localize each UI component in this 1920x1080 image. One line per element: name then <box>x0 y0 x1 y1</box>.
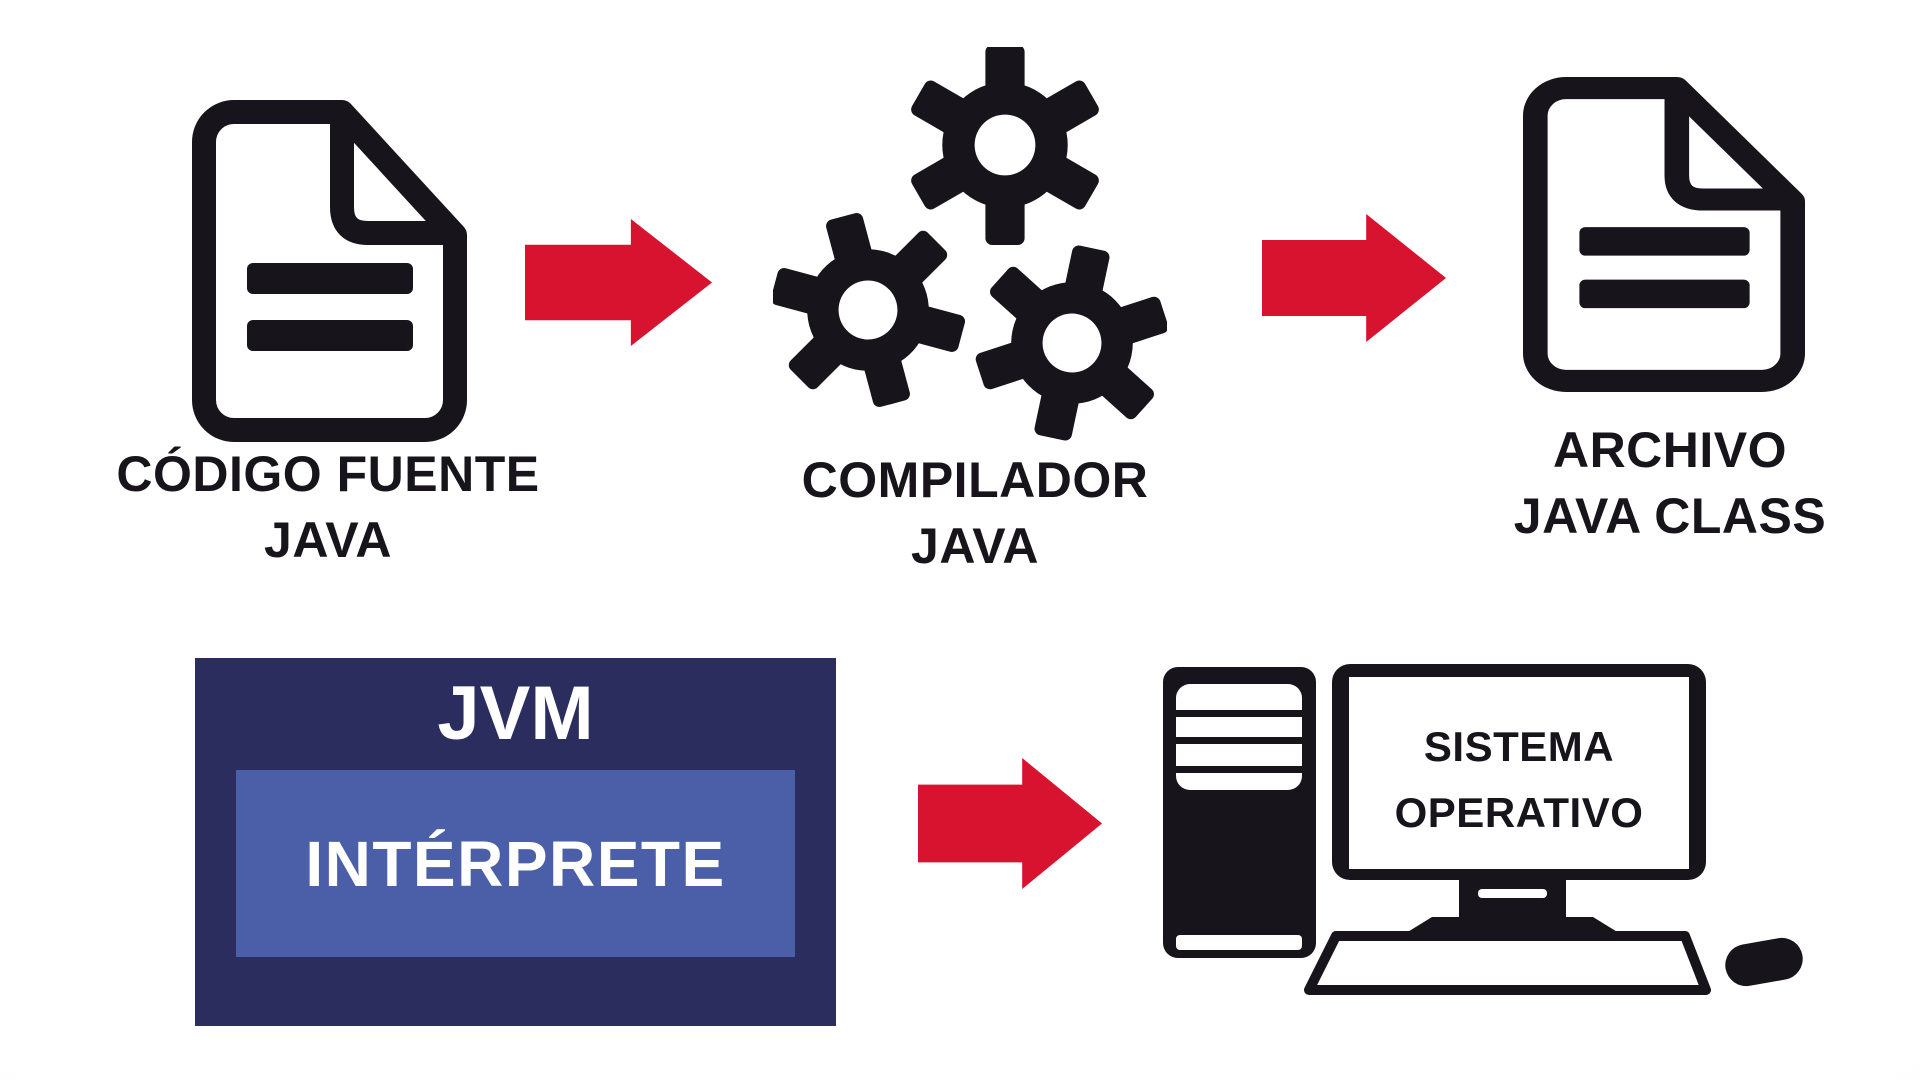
interpreter-label: INTÉRPRETE <box>305 827 726 900</box>
source-label-line2: JAVA <box>264 512 392 568</box>
java-class-document-icon <box>1523 77 1805 392</box>
compiler-label-line1: COMPILADOR <box>801 452 1149 508</box>
jvm-title: JVM <box>437 671 594 756</box>
class-file-label-line1: ARCHIVO <box>1552 422 1788 478</box>
interpreter-box: INTÉRPRETE <box>236 770 795 957</box>
jvm-box: JVM INTÉRPRETE <box>195 658 836 1026</box>
desktop-computer-icon <box>1163 664 1803 995</box>
mouse-icon <box>1725 937 1803 987</box>
java-compiler-gears-icon <box>773 47 1167 445</box>
source-label: CÓDIGO FUENTE JAVA <box>116 441 539 573</box>
source-label-line1: CÓDIGO FUENTE <box>116 446 540 502</box>
os-screen-label: SISTEMA OPERATIVO <box>1349 714 1689 846</box>
class-file-label: ARCHIVO JAVA CLASS <box>1514 417 1826 549</box>
arrow-right-icon <box>918 758 1103 889</box>
gear-icon <box>960 228 1167 445</box>
gear-icon <box>773 192 984 428</box>
java-source-document-icon <box>192 100 467 442</box>
class-file-label-line2: JAVA CLASS <box>1513 488 1827 544</box>
tower-icon <box>1163 667 1316 958</box>
compiler-label: COMPILADOR JAVA <box>802 447 1149 579</box>
os-screen-line2: OPERATIVO <box>1394 789 1644 836</box>
arrow-right-icon <box>1262 214 1447 342</box>
keyboard-icon <box>1304 931 1711 995</box>
monitor-icon <box>1332 664 1706 933</box>
gear-icon <box>908 47 1102 245</box>
os-screen-line1: SISTEMA <box>1423 723 1615 770</box>
compiler-label-line2: JAVA <box>911 518 1039 574</box>
arrow-right-icon <box>525 218 713 347</box>
